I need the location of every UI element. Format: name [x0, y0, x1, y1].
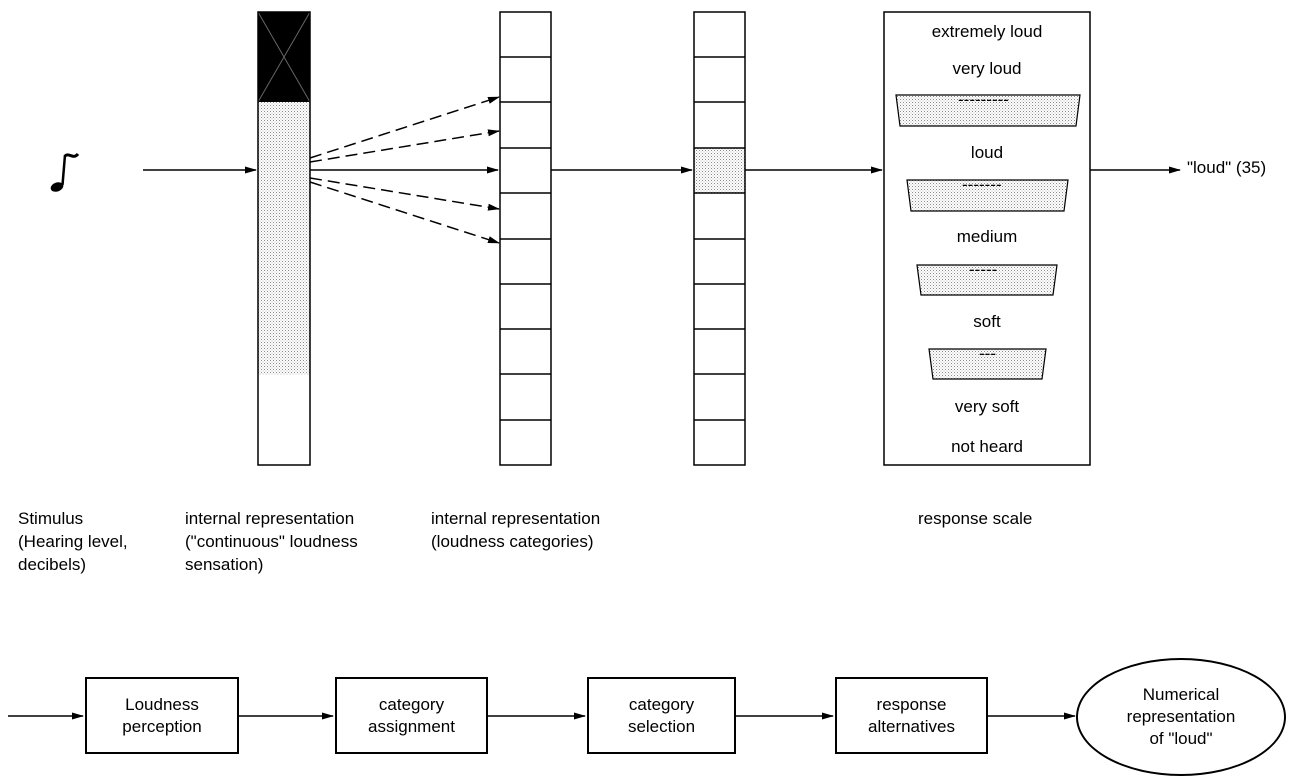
flow-step-loudness-perception: Loudness perception [85, 677, 239, 754]
scale-dash-1: --------- [958, 90, 1009, 109]
flow-step-response-alternatives: response alternatives [835, 677, 988, 754]
flow-result-numerical-representation: Numerical representation of "loud" [1076, 658, 1286, 776]
music-note-icon [50, 152, 80, 192]
scale-word-very-loud: very loud [952, 59, 1022, 78]
label-internal-continuous: internal representation ("continuous" lo… [185, 509, 358, 574]
scale-word-very-soft: very soft [954, 397, 1020, 416]
scale-word-extremely-loud: extremely loud [931, 22, 1043, 41]
scale-word-soft: soft [973, 312, 1001, 331]
category-mapping-arrows [309, 96, 500, 244]
scale-dash-2: ------- [962, 175, 1002, 194]
label-internal-categories: internal representation (loudness catego… [431, 509, 601, 551]
selection-column [693, 11, 746, 466]
scale-word-loud: loud [970, 143, 1004, 162]
label-stimulus: Stimulus (Hearing level, decibels) [18, 509, 128, 574]
flow-step-category-selection: category selection [587, 677, 736, 754]
scale-word-medium: medium [956, 227, 1018, 246]
flow-step-category-assignment: category assignment [335, 677, 488, 754]
response-scale-box [883, 11, 1091, 466]
scale-dash-3: ----- [969, 260, 998, 279]
category-column [499, 11, 552, 466]
continuous-loudness-bar [257, 11, 311, 466]
label-response-scale: response scale [918, 509, 1033, 528]
output-label: "loud" (35) [1187, 158, 1267, 177]
scale-dash-4: --- [979, 344, 996, 363]
response-scale-trapezoids [895, 94, 1081, 380]
scale-word-not-heard: not heard [951, 437, 1023, 456]
